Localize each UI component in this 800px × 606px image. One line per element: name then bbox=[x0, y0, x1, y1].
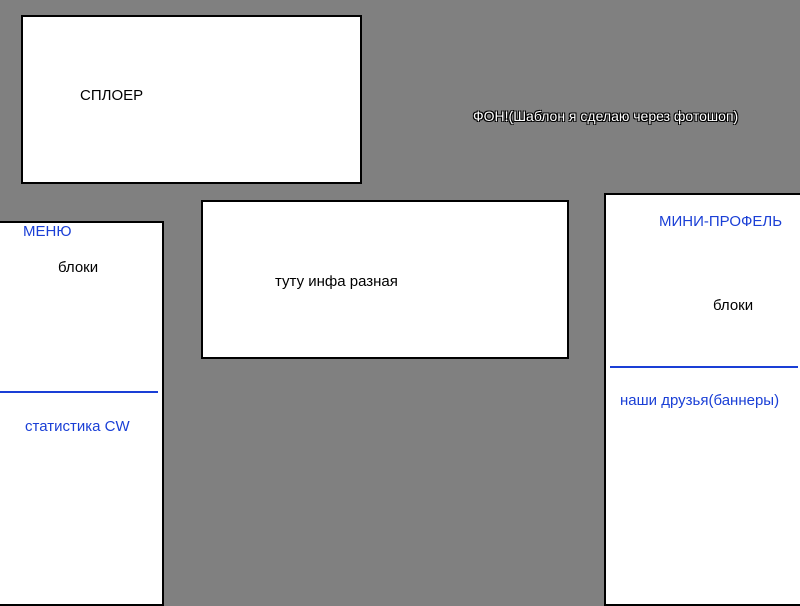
menu-title: МЕНЮ bbox=[23, 223, 72, 240]
content-label: туту инфа разная bbox=[275, 273, 398, 290]
spoiler-label: СПЛОЕР bbox=[80, 87, 144, 104]
menu-stats-label: статистика CW bbox=[25, 418, 130, 435]
content-box: туту инфа разная bbox=[201, 200, 569, 359]
mini-profile-panel: МИНИ-ПРОФЕЛЬ блоки наши друзья(баннеры) bbox=[604, 193, 800, 606]
menu-divider bbox=[0, 391, 158, 393]
friends-banners-label: наши друзья(баннеры) bbox=[620, 392, 780, 409]
mini-profile-divider bbox=[610, 366, 798, 368]
spoiler-box: СПЛОЕР bbox=[21, 15, 362, 184]
background-note: ФОН!(Шаблон я сделаю через фотошоп) bbox=[473, 108, 739, 124]
menu-panel: МЕНЮ блоки статистика CW bbox=[0, 221, 164, 606]
mini-profile-blocks-label: блоки bbox=[713, 297, 754, 314]
mini-profile-title: МИНИ-ПРОФЕЛЬ bbox=[659, 213, 783, 230]
menu-blocks-label: блоки bbox=[58, 259, 99, 276]
